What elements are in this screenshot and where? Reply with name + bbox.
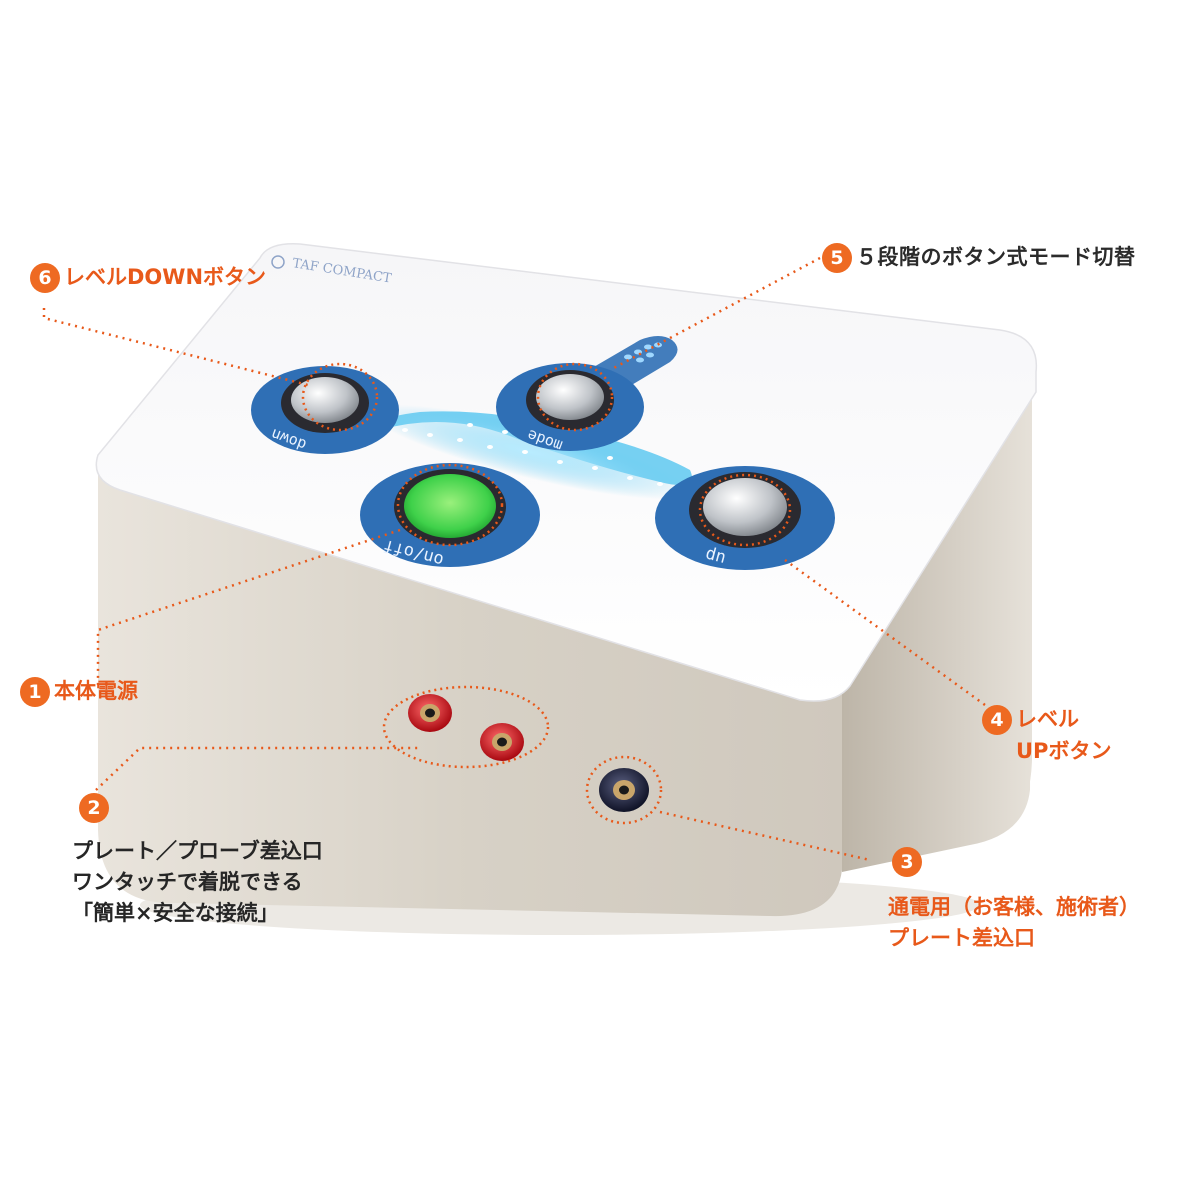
callout-main-power: 1 本体電源 bbox=[20, 676, 138, 708]
callout-text-line-3: 「簡単×安全な接続」 bbox=[72, 901, 279, 926]
callout-text-line-1: レベル bbox=[1016, 707, 1079, 731]
callout-text-line-2: プレート差込口 bbox=[888, 926, 1035, 951]
callout-plate-inlet: 通電用（お客様、施術者） プレート差込口 bbox=[888, 892, 1140, 954]
up-button[interactable]: up bbox=[655, 466, 835, 570]
device-front-side bbox=[98, 470, 842, 917]
callout-text: ５段階のボタン式モード切替 bbox=[856, 245, 1136, 269]
navy-jack[interactable] bbox=[599, 768, 649, 812]
callout-text-line-2: ワンタッチで着脱できる bbox=[72, 870, 303, 895]
callout-number-badge-2: 2 bbox=[79, 793, 109, 823]
down-button[interactable]: down bbox=[251, 366, 399, 454]
callout-text-line-2: UPボタン bbox=[1016, 738, 1112, 763]
level-led-bar bbox=[369, 404, 692, 500]
callout-text-line-1: 通電用（お客様、施術者） bbox=[888, 895, 1140, 919]
brand-logo-icon bbox=[271, 255, 285, 269]
device-right-face bbox=[842, 392, 1032, 872]
callout-level-down: 6 レベルDOWNボタン bbox=[30, 262, 266, 294]
callout-text-line-1: プレート／プローブ差込口 bbox=[72, 839, 323, 863]
callout-number-badge: 4 bbox=[982, 705, 1012, 735]
callout-markers bbox=[301, 362, 792, 825]
callout-level-up: 4 レベル UPボタン bbox=[982, 704, 1111, 767]
red-jack-2[interactable] bbox=[480, 723, 524, 761]
callout-number-badge: 6 bbox=[30, 263, 60, 293]
callout-text: レベルDOWNボタン bbox=[64, 265, 267, 289]
red-jack-1[interactable] bbox=[408, 694, 452, 732]
callout-mode-switch: 5 ５段階のボタン式モード切替 bbox=[822, 242, 1136, 274]
callout-probe-inlet: プレート／プローブ差込口 ワンタッチで着脱できる 「簡単×安全な接続」 bbox=[72, 836, 323, 929]
callout-number-badge: 1 bbox=[20, 677, 50, 707]
callout-text: 本体電源 bbox=[54, 679, 138, 703]
callout-number-badge-3: 3 bbox=[892, 847, 922, 877]
callout-number-badge: 5 bbox=[822, 243, 852, 273]
mode-button[interactable]: mode bbox=[496, 363, 644, 455]
callout-leader-lines bbox=[42, 256, 986, 862]
